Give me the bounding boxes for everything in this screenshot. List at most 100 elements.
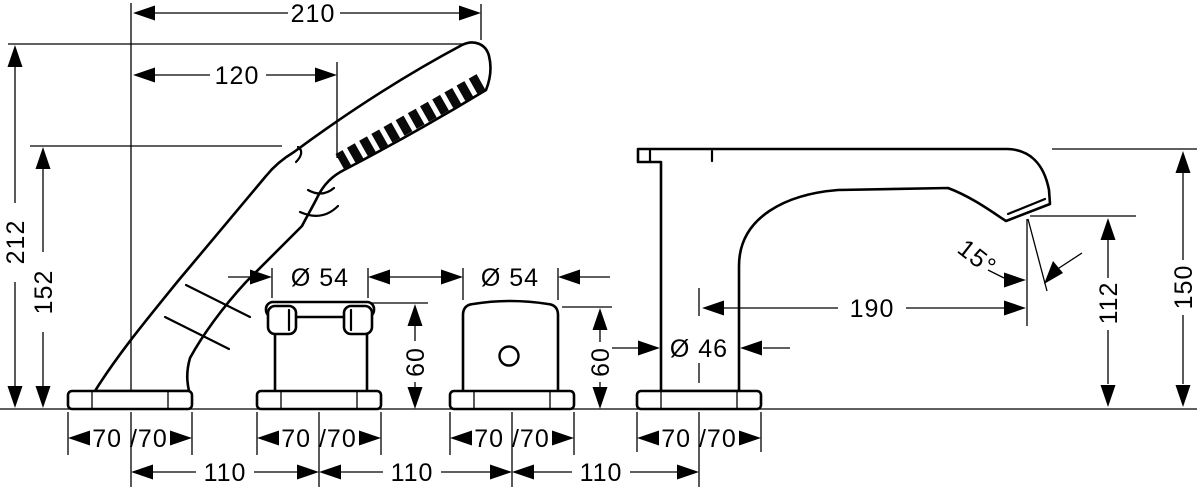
dim-lines	[372, 302, 428, 387]
lever-tab-inner-lines	[287, 308, 353, 332]
plate-end-lines	[660, 391, 738, 409]
angle-arrow-tail	[1055, 252, 1083, 271]
arrowhead-left	[133, 67, 155, 83]
leader-line	[987, 269, 1005, 279]
holder-hook-lower	[298, 204, 340, 217]
escutcheon-plate-3	[448, 389, 576, 411]
arrowhead-right	[368, 269, 390, 285]
arrowhead-right	[170, 430, 192, 446]
dim-7070-1-label: 70 /70	[92, 425, 168, 453]
extension-ticks	[636, 412, 762, 452]
escutcheon-plate-1	[66, 389, 194, 411]
arrowhead-bottom	[592, 387, 608, 409]
dim-dia54-left: Ø 54	[228, 264, 441, 298]
dim-60-right: 60	[562, 306, 615, 409]
dim-7070-4: 70 /70	[636, 412, 762, 453]
arrowhead-right	[459, 5, 481, 21]
arrowhead-left	[319, 464, 341, 480]
dim-7070-4-label: 70 /70	[661, 425, 737, 453]
button-circle	[498, 345, 520, 367]
arrowhead-right	[677, 464, 699, 480]
dim-110-1-label: 110	[204, 459, 247, 487]
arrowhead-right	[1004, 300, 1026, 316]
dim-110-2: 110	[319, 459, 512, 487]
arrowhead-left	[512, 464, 534, 480]
dim-lines	[155, 62, 338, 158]
dim-7070-2-label: 70 /70	[281, 425, 357, 453]
angle-15-label: 15°	[952, 234, 1001, 281]
plate-end-lines	[280, 391, 358, 409]
dim-190: 190	[702, 295, 1026, 323]
arrowhead-left	[637, 430, 659, 446]
dim-60-left: 60	[372, 302, 430, 409]
spout-figure	[636, 147, 1052, 393]
plate-outline	[448, 389, 576, 411]
dim-190-label: 190	[850, 295, 895, 323]
dim-110-1: 110	[131, 459, 319, 487]
arrowhead-right	[552, 430, 574, 446]
dim-150-label: 150	[1170, 265, 1198, 310]
escutcheon-plate-4	[635, 389, 763, 411]
arrowhead-bottom	[407, 387, 423, 409]
dim-lines	[228, 268, 369, 298]
reference-lines	[0, 43, 1197, 410]
arrowhead-to-angle	[1044, 261, 1063, 284]
lever-tab-left	[266, 304, 298, 336]
arrowhead-top	[592, 308, 608, 330]
arrowhead-top	[1175, 151, 1191, 173]
extension-ticks	[67, 412, 193, 455]
holder-hook-upper	[306, 186, 336, 195]
dim-60-right-label: 60	[587, 347, 615, 377]
dim-lines	[155, 4, 482, 40]
dim-lines	[1030, 215, 1136, 384]
arrowhead-left	[257, 430, 279, 446]
arrowhead-bottom	[1100, 385, 1116, 407]
dim-152: 152	[30, 147, 58, 408]
dia46-label: Ø 46	[670, 335, 728, 363]
dim-152-label: 152	[30, 270, 58, 315]
dim-110-2-label: 110	[391, 459, 434, 487]
arrowhead-left	[441, 269, 463, 285]
arrowhead-left	[638, 340, 660, 356]
arrowhead-top	[7, 45, 23, 67]
arrowhead-to-vertical	[1004, 272, 1026, 288]
dim-lines	[462, 268, 610, 300]
dim-112: 112	[1030, 215, 1136, 407]
neck-detail-line	[294, 145, 303, 164]
dim-110-3-label: 110	[580, 459, 623, 487]
spout-mouth-inner-line	[1006, 197, 1047, 216]
grip-ring-line-lower	[163, 315, 231, 351]
arrowhead-right	[740, 340, 762, 356]
dim-110-3: 110	[512, 459, 699, 487]
escutcheon-plate-2	[255, 389, 383, 411]
grip-ring-line-upper	[184, 283, 252, 319]
centerlines	[130, 3, 700, 487]
arrowhead-left	[131, 464, 153, 480]
dia54-left-label: Ø 54	[291, 264, 349, 292]
dim-212-label: 212	[2, 220, 30, 265]
dim-dia46: Ø 46	[612, 335, 790, 363]
button-valve-figure	[461, 299, 560, 394]
arrowhead-left	[68, 430, 90, 446]
arrowhead-left	[702, 300, 724, 316]
spout-body	[636, 147, 1052, 393]
dia54-right-label: Ø 54	[481, 264, 539, 292]
dim-212: 212	[2, 45, 30, 408]
arrowhead-right	[558, 269, 580, 285]
arrowhead-top	[35, 147, 51, 169]
arrowhead-right	[739, 430, 761, 446]
plate-outline	[66, 389, 194, 411]
dim-60-left-label: 60	[402, 347, 430, 377]
arrowhead-left	[133, 5, 155, 21]
dim-120: 120	[133, 62, 338, 158]
arrowhead-right	[315, 67, 337, 83]
arrowhead-top	[1100, 218, 1116, 240]
dim-7070-2: 70 /70	[256, 412, 382, 455]
dim-112-label: 112	[1095, 282, 1123, 325]
extension-ticks	[256, 412, 382, 455]
dim-120-label: 120	[215, 62, 260, 90]
arrowhead-top	[407, 304, 423, 326]
dim-lines	[562, 306, 612, 387]
